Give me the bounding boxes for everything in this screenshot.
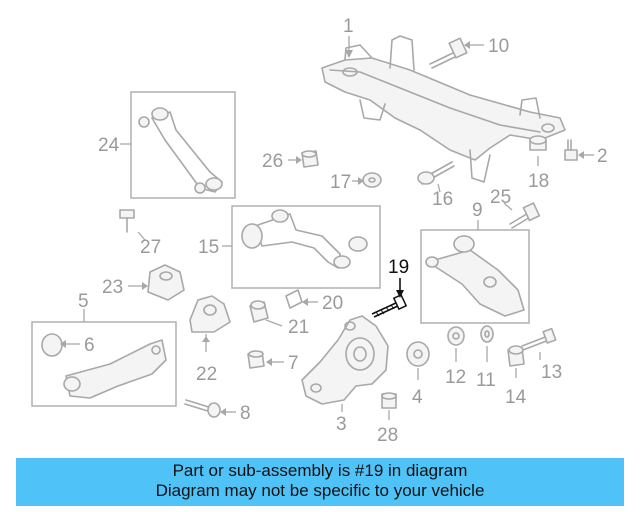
callout-7: 7 [288, 353, 299, 374]
clip-part-20[interactable] [285, 289, 303, 309]
bushing-part-4[interactable] [406, 341, 430, 367]
nut-part-14[interactable] [507, 345, 525, 367]
callout-23: 23 [102, 277, 123, 298]
callout-27: 27 [140, 237, 161, 258]
subframe-part-1[interactable] [321, 35, 566, 183]
callout-20: 20 [322, 293, 343, 314]
knuckle-part-3[interactable] [301, 315, 389, 405]
callout-17: 17 [330, 172, 351, 193]
nut-part-18[interactable] [529, 135, 547, 151]
bolt-part-8[interactable] [184, 399, 221, 418]
bolt-part-2[interactable] [564, 139, 578, 161]
washer-part-17[interactable] [362, 172, 382, 188]
bracket-part-22[interactable] [189, 295, 231, 333]
callout-26: 26 [262, 151, 283, 172]
callout-13: 13 [541, 362, 562, 383]
callout-14: 14 [505, 387, 527, 408]
callout-9: 9 [472, 200, 483, 221]
callout-8: 8 [240, 403, 251, 424]
callout-24: 24 [98, 135, 120, 156]
callout-21: 21 [288, 317, 309, 338]
callout-11: 11 [476, 370, 496, 391]
upper-link-part-15[interactable] [241, 209, 368, 269]
bolt-part-19[interactable] [371, 293, 408, 318]
callout-28: 28 [377, 425, 398, 446]
callout-10: 10 [488, 36, 509, 57]
lateral-link-part-24[interactable] [138, 107, 223, 194]
trailing-arm-part-5[interactable] [41, 333, 167, 399]
nut-part-7[interactable] [247, 350, 265, 369]
box-part-15 [231, 205, 381, 289]
washer-part-11[interactable] [480, 325, 494, 343]
callout-19: 19 [388, 257, 409, 278]
nut-part-21[interactable] [249, 300, 269, 323]
callout-15: 15 [198, 237, 219, 258]
callout-5: 5 [78, 291, 89, 312]
bolt-part-27[interactable] [119, 209, 135, 233]
mount-part-23[interactable] [147, 264, 185, 301]
callout-25: 25 [490, 187, 511, 208]
bolt-part-10[interactable] [429, 37, 468, 69]
box-part-24 [130, 91, 236, 199]
callout-18: 18 [528, 171, 549, 192]
bolt-part-16[interactable] [417, 161, 455, 185]
callout-16: 16 [432, 189, 453, 210]
bolt-part-13[interactable] [521, 327, 557, 351]
callout-1: 1 [343, 16, 354, 37]
info-banner: Part or sub-assembly is #19 in diagram D… [16, 458, 624, 506]
box-part-5 [31, 321, 177, 407]
bolt-part-25[interactable] [509, 202, 541, 229]
arrowhead-19 [396, 290, 404, 298]
callout-12: 12 [445, 367, 466, 388]
banner-line-1: Part or sub-assembly is #19 in diagram [172, 461, 468, 480]
banner-line-2: Diagram may not be specific to your vehi… [155, 481, 485, 500]
callout-4: 4 [412, 387, 423, 408]
callout-2: 2 [597, 146, 608, 167]
bushing-part-12[interactable] [447, 326, 465, 346]
callout-6: 6 [84, 335, 95, 356]
nut-part-26[interactable] [301, 150, 319, 168]
callout-22: 22 [196, 364, 217, 385]
lower-arm-part-9[interactable] [425, 235, 525, 317]
box-part-9 [420, 229, 530, 324]
callout-3: 3 [336, 414, 347, 435]
nut-part-28[interactable] [381, 392, 397, 409]
